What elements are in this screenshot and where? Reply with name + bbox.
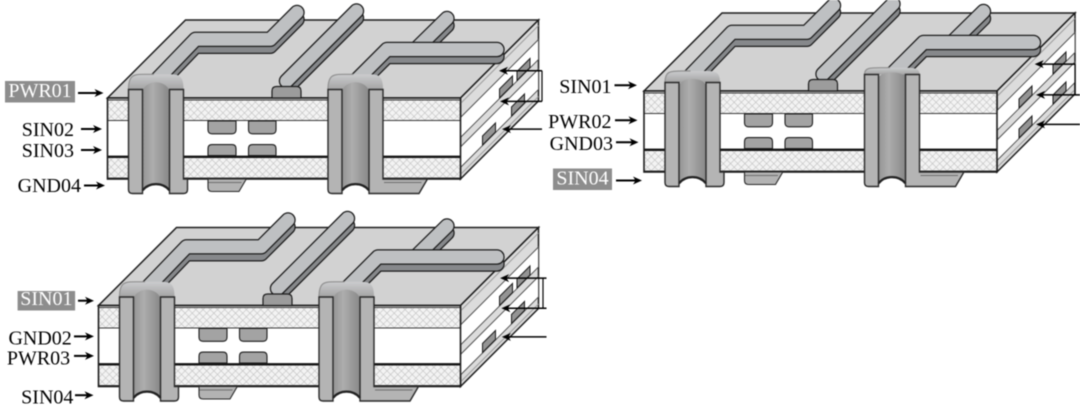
svg-text:SIN01: SIN01 bbox=[20, 288, 72, 310]
svg-text:SIN01: SIN01 bbox=[559, 76, 611, 98]
svg-text:GND02: GND02 bbox=[8, 328, 71, 350]
svg-text:PWR02: PWR02 bbox=[548, 111, 611, 133]
svg-text:PWR01: PWR01 bbox=[8, 80, 71, 102]
svg-text:SIN04: SIN04 bbox=[556, 168, 608, 190]
svg-text:GND03: GND03 bbox=[550, 133, 613, 155]
svg-text:PWR03: PWR03 bbox=[7, 348, 70, 370]
svg-text:SIN04: SIN04 bbox=[21, 387, 73, 409]
svg-text:SIN03: SIN03 bbox=[22, 140, 74, 162]
svg-text:GND04: GND04 bbox=[18, 175, 81, 197]
svg-text:SIN02: SIN02 bbox=[22, 119, 74, 141]
